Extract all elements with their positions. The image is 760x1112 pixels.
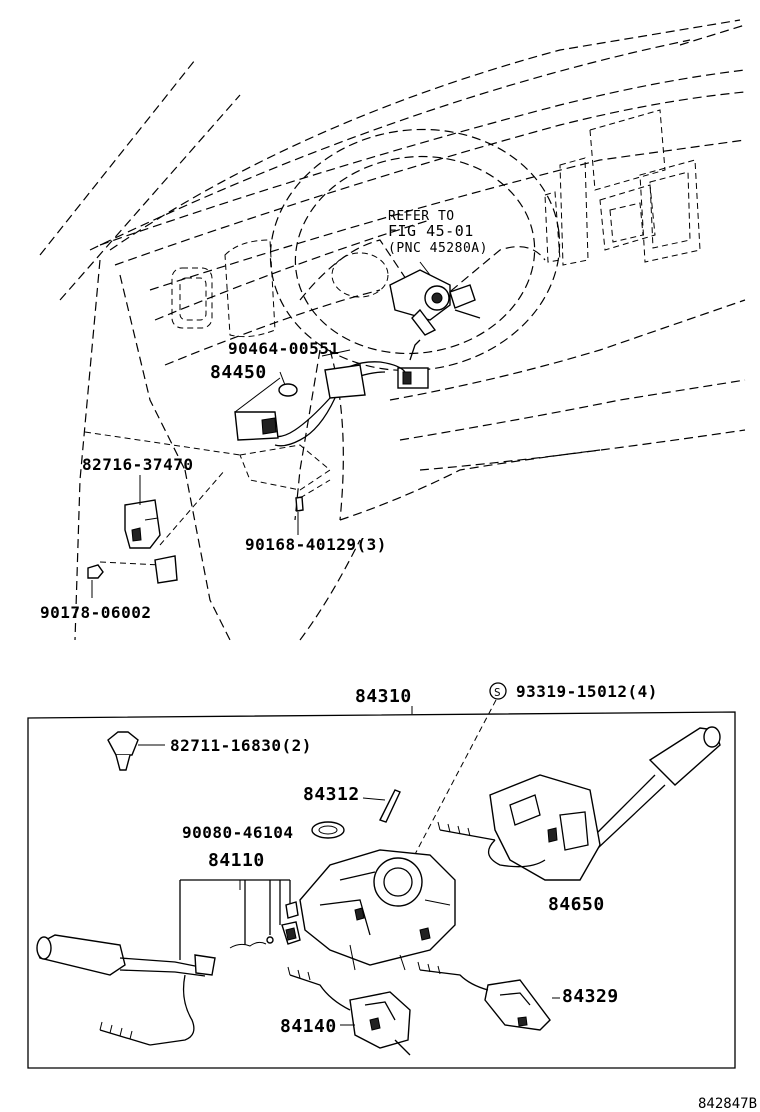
callout-82716-37470[interactable]: 82716-37470 <box>82 455 193 474</box>
switch-84110-parts <box>179 879 301 960</box>
band-90080 <box>311 821 345 839</box>
figure-code: 842847B <box>698 1096 757 1112</box>
upper-leaders <box>84 261 431 598</box>
screw-symbol-letter: S <box>494 686 501 699</box>
callout-84650[interactable]: 84650 <box>548 894 605 915</box>
callout-90080-46104[interactable]: 90080-46104 <box>182 823 293 842</box>
callout-84110[interactable]: 84110 <box>208 850 265 871</box>
refer-note-line1: REFER TO <box>388 209 455 224</box>
refer-note-line3: (PNC 45280A) <box>388 241 488 256</box>
callout-84329[interactable]: 84329 <box>562 986 619 1007</box>
screw-84312 <box>362 789 401 823</box>
callout-84310[interactable]: 84310 <box>355 686 412 707</box>
wiper-switch-84650 <box>437 726 721 881</box>
assembly-frame <box>27 706 736 1069</box>
callout-84312[interactable]: 84312 <box>303 784 360 805</box>
switch-84140 <box>287 966 411 1056</box>
combination-switch-body <box>299 849 456 971</box>
column-switch-assembly <box>87 269 481 584</box>
callout-82711-16830[interactable]: 82711-16830(2) <box>170 736 312 755</box>
callout-93319-15012[interactable]: 93319-15012(4) <box>516 682 658 701</box>
clip-82711 <box>107 731 165 771</box>
callout-84140[interactable]: 84140 <box>280 1016 337 1037</box>
callout-90178-06002[interactable]: 90178-06002 <box>40 603 151 622</box>
callout-90464-00551[interactable]: 90464-00551 <box>228 339 339 358</box>
dashboard-view <box>39 19 746 641</box>
relay-84329 <box>417 961 560 1031</box>
turn-signal-lever <box>36 934 216 1046</box>
refer-note-line2: FIG 45-01 <box>388 222 474 240</box>
callout-84450[interactable]: 84450 <box>210 362 267 383</box>
callout-90168-40129[interactable]: 90168-40129(3) <box>245 535 387 554</box>
screw-symbol-icon <box>489 682 507 700</box>
